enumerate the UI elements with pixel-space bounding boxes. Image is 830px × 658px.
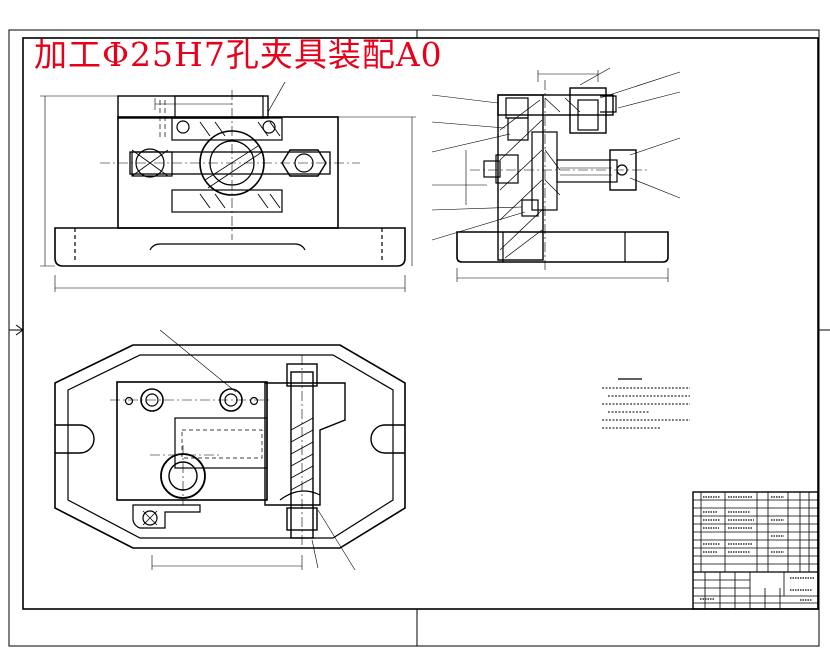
technical-notes: [602, 378, 690, 429]
front-view: [40, 81, 416, 292]
title-block: [692, 491, 819, 610]
drawing-title: 加工Φ25H7孔夹具装配A0: [34, 35, 443, 74]
sheet-frame: [8, 29, 830, 647]
plan-view: [54, 329, 406, 571]
side-section-view: [431, 67, 681, 282]
